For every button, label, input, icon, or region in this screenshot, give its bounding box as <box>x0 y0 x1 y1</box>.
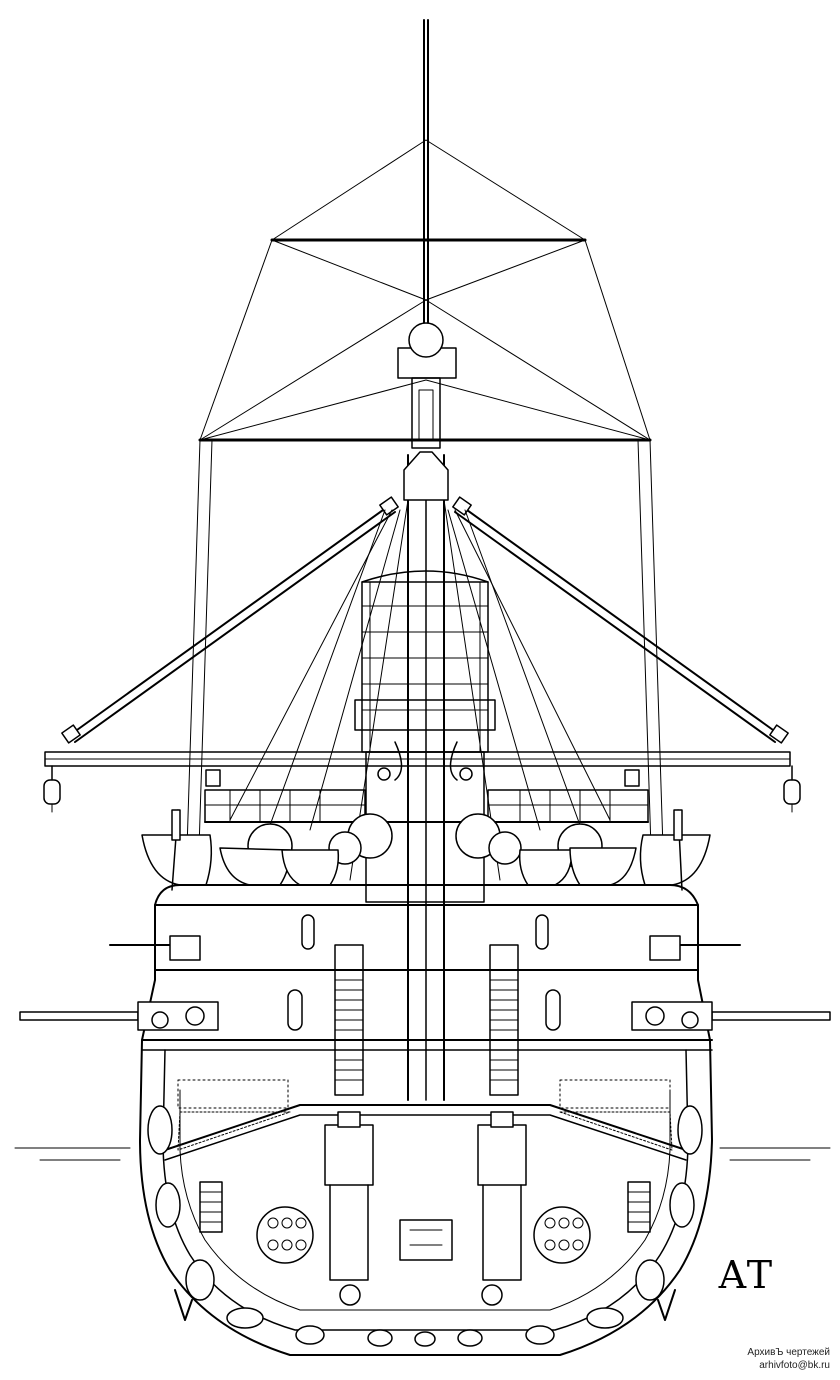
monogram-glyph: АТ <box>718 1253 772 1297</box>
machinery <box>199 944 651 1306</box>
rigging-lines <box>61 139 789 881</box>
boat-deck <box>141 789 711 891</box>
hull <box>139 884 713 1356</box>
mast-assembly <box>198 19 652 1101</box>
archive-line: АрхивЪ чертежей <box>747 1347 830 1358</box>
email-line: arhivfoto@bk.ru <box>759 1360 830 1371</box>
monogram: АТ <box>718 1253 772 1297</box>
boat-beam <box>43 751 801 813</box>
archive-credit: АрхивЪ чертежей arhivfoto@bk.ru <box>747 1346 830 1372</box>
guns <box>14 935 831 1161</box>
